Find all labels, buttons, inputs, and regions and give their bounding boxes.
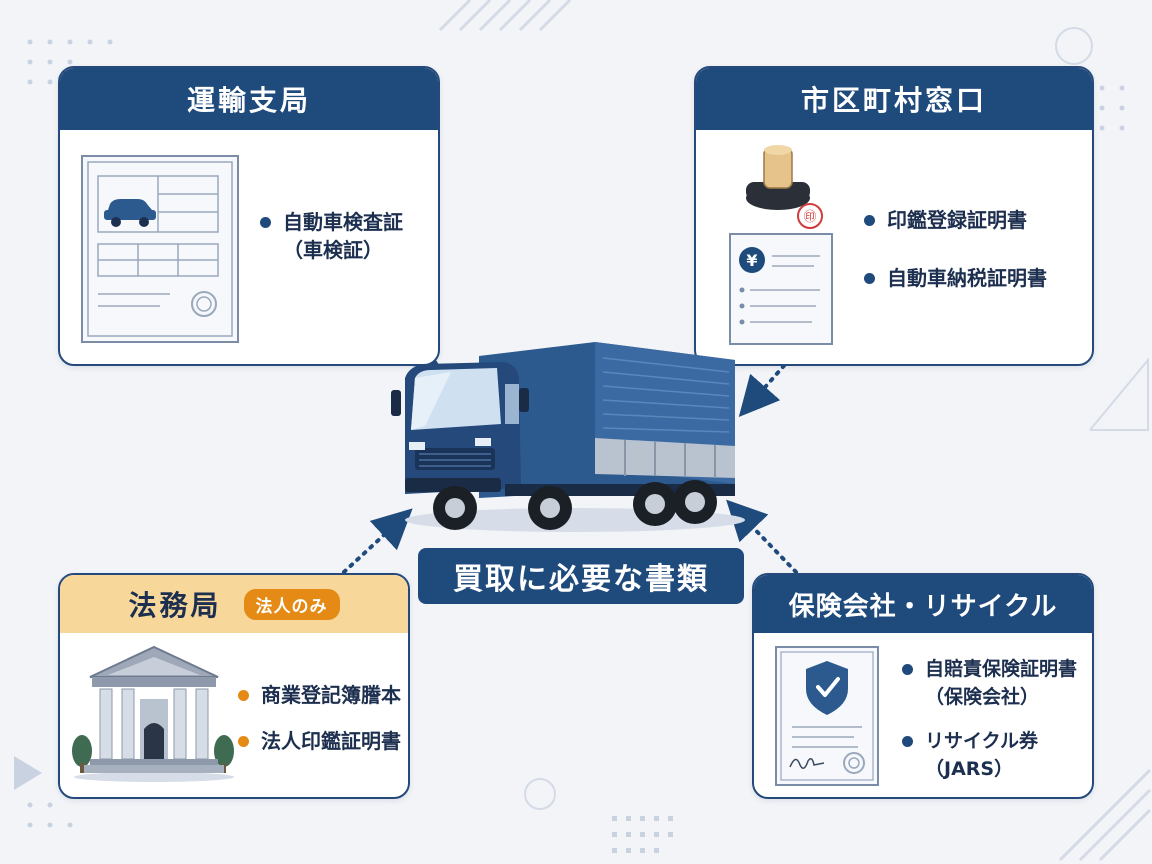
insurance-certificate-illustration xyxy=(775,646,879,786)
item-sublabel: （保険会社） xyxy=(925,686,1040,708)
truck-cab xyxy=(391,362,529,494)
stamp-icon xyxy=(746,145,810,210)
card-transport-header: 運輸支局 xyxy=(60,68,438,130)
card-legal-items: 商業登記簿謄本 法人印鑑証明書 xyxy=(238,681,401,755)
seal-char: ㊞ xyxy=(803,210,816,225)
item-label: 自賠責保険証明書 xyxy=(925,658,1078,680)
item-label: 商業登記簿謄本 xyxy=(261,683,401,707)
yen-icon xyxy=(739,247,765,273)
card-transport-items: 自動車検査証 （車検証） xyxy=(260,208,403,264)
list-item: リサイクル券 （JARS） xyxy=(902,727,1077,783)
seal-icon xyxy=(191,291,217,317)
tree-icon xyxy=(72,735,92,773)
corporate-only-badge: 法人のみ xyxy=(243,588,340,620)
card-insurance-recycle: 保険会社・リサイクル 自賠責保険証明書 （保険会社） リサイクル券 （JARS） xyxy=(752,573,1094,799)
vehicle-certificate-illustration xyxy=(81,155,239,343)
signature-icon xyxy=(789,758,825,769)
card-legal-header: 法務局 法人のみ xyxy=(60,575,408,633)
yen-char: ¥ xyxy=(746,251,757,270)
arrow-legal xyxy=(342,508,413,574)
bullet-icon xyxy=(260,217,271,228)
card-transport-bureau: 運輸支局 自動車検査証 （車検証） xyxy=(58,66,440,366)
bullet-icon xyxy=(902,736,913,747)
list-item: 自動車検査証 （車検証） xyxy=(260,208,403,264)
card-municipal-title: 市区町村窓口 xyxy=(800,84,987,117)
cargo-box xyxy=(479,342,735,498)
item-label: 印鑑登録証明書 xyxy=(887,208,1027,232)
courthouse-building-icon xyxy=(72,645,234,782)
item-label: リサイクル券 xyxy=(925,730,1039,752)
item-label: 自動車検査証 xyxy=(283,210,403,234)
shield-check-icon xyxy=(806,661,848,715)
card-legal-affairs-bureau: 法務局 法人のみ 商業登記簿謄本 法人印鑑証明書 xyxy=(58,573,410,799)
item-sublabel: （車検証） xyxy=(283,238,383,262)
center-title-banner: 買取に必要な書類 xyxy=(418,548,744,604)
list-item: 自動車納税証明書 xyxy=(864,264,1047,292)
list-item: 法人印鑑証明書 xyxy=(238,727,401,755)
card-municipal-office: 市区町村窓口 ㊞ ¥ 印鑑登録証明書 自動車納税証明書 xyxy=(694,66,1094,366)
stamp-and-tax-document-illustration: ㊞ ¥ xyxy=(729,145,833,345)
seal-icon xyxy=(843,752,865,774)
item-sublabel: （JARS） xyxy=(925,758,1014,780)
item-label: 自動車納税証明書 xyxy=(887,266,1047,290)
list-item: 印鑑登録証明書 xyxy=(864,206,1047,234)
bullet-icon xyxy=(864,215,875,226)
bullet-icon xyxy=(864,273,875,284)
bullet-icon xyxy=(238,736,249,747)
bullet-icon xyxy=(902,664,913,675)
red-seal-icon xyxy=(797,203,823,229)
card-transport-title: 運輸支局 xyxy=(186,84,311,117)
item-label: 法人印鑑証明書 xyxy=(261,729,401,753)
card-legal-title: 法務局 xyxy=(128,589,222,622)
card-insurance-header: 保険会社・リサイクル xyxy=(754,575,1092,633)
list-item: 商業登記簿謄本 xyxy=(238,681,401,709)
card-municipal-header: 市区町村窓口 xyxy=(696,68,1092,130)
list-item: 自賠責保険証明書 （保険会社） xyxy=(902,655,1077,711)
car-icon xyxy=(104,199,156,227)
arrow-insurance xyxy=(726,499,798,574)
truck-illustration xyxy=(391,342,745,532)
card-insurance-title: 保険会社・リサイクル xyxy=(788,591,1058,622)
bullet-icon xyxy=(238,690,249,701)
card-insurance-items: 自賠責保険証明書 （保険会社） リサイクル券 （JARS） xyxy=(902,655,1077,783)
card-municipal-items: 印鑑登録証明書 自動車納税証明書 xyxy=(864,206,1047,292)
center-title: 買取に必要な書類 xyxy=(453,562,709,597)
